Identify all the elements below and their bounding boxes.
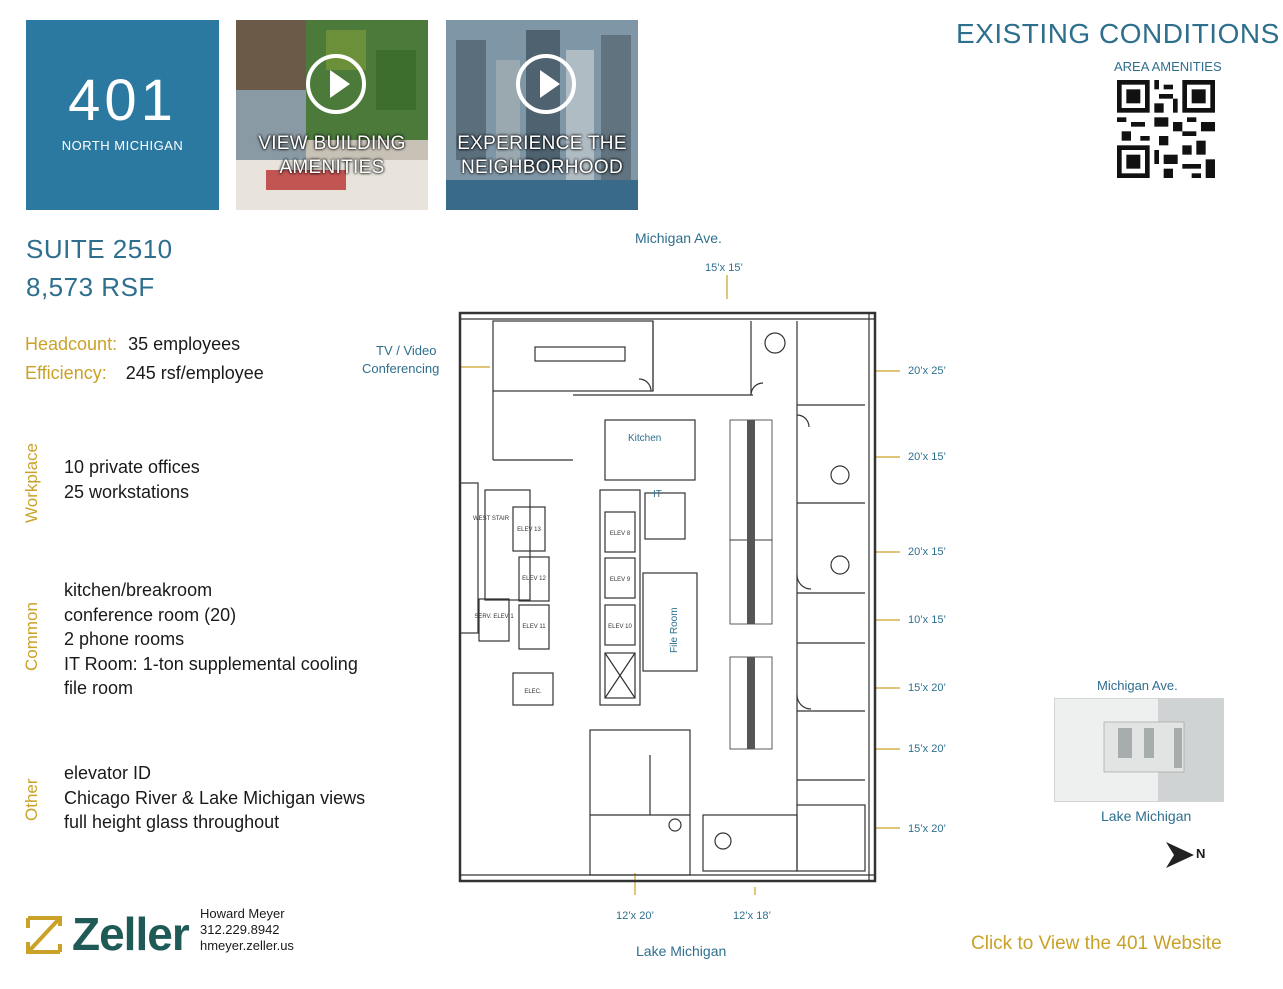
street-bottom-label: Lake Michigan xyxy=(636,943,727,959)
tv-label: Conferencing xyxy=(362,361,440,376)
video-caption: EXPERIENCE THE NEIGHBORHOOD xyxy=(446,132,638,180)
list-item: 25 workstations xyxy=(64,481,190,502)
floor-plan: WEST STAIR ELEV 13 ELEV 12 ELEV 11 SERV.… xyxy=(458,275,900,895)
list-item: conference room (20) xyxy=(64,604,237,625)
room-label: ELEV 8 xyxy=(610,531,631,537)
contact-phone[interactable]: 312.229.8942 xyxy=(200,922,280,937)
section-label-other: Other xyxy=(22,778,41,821)
dim-label-top: 15’x 15’ xyxy=(705,262,743,274)
dim-label: 12’x 18’ xyxy=(733,910,771,922)
zeller-logo-icon xyxy=(26,916,62,954)
section-label-common: Common xyxy=(22,602,41,671)
room-label: ELEV 10 xyxy=(608,624,632,630)
list-item: file room xyxy=(64,678,134,698)
north-label: N xyxy=(1196,846,1206,861)
dim-label: 15’x 20’ xyxy=(908,743,946,755)
caption-line: VIEW BUILDING xyxy=(258,133,406,154)
list-item: full height glass throughout xyxy=(64,812,280,832)
room-label-kitchen: Kitchen xyxy=(628,433,661,444)
stat-value: 35 employees xyxy=(128,334,241,354)
list-item: 10 private offices xyxy=(64,457,200,477)
dim-label: 15’x 20’ xyxy=(908,682,946,694)
dim-label: 20’x 15’ xyxy=(908,546,946,558)
room-label-file: File Room xyxy=(669,607,680,653)
dim-label: 20’x 15’ xyxy=(908,451,946,463)
dim-label: 20’x 25’ xyxy=(908,365,946,377)
building-amenities-video[interactable]: VIEW BUILDING AMENITIES xyxy=(236,20,428,210)
room-label: ELEV 11 xyxy=(522,624,546,630)
room-label: WEST STAIR xyxy=(473,516,510,522)
room-label-it: IT xyxy=(653,489,662,500)
common-list: kitchen/breakroom conference room (20) 2… xyxy=(64,578,358,701)
room-label: SERV. ELEV 1 xyxy=(474,614,514,620)
page-title: EXISTING CONDITIONS xyxy=(956,18,1280,49)
list-item: elevator ID xyxy=(64,763,152,783)
play-icon[interactable] xyxy=(516,54,576,114)
contact-web[interactable]: hmeyer.zeller.us xyxy=(200,938,294,953)
list-item: kitchen/breakroom xyxy=(64,580,213,600)
suite-area: 8,573 RSF xyxy=(26,272,155,302)
website-link[interactable]: Click to View the 401 Website xyxy=(971,933,1222,954)
room-label: ELEV 13 xyxy=(517,527,541,533)
stat-headcount: Headcount: 35 employees xyxy=(25,334,240,355)
room-label: ELEV 12 xyxy=(522,576,546,582)
video-caption: VIEW BUILDING AMENITIES xyxy=(236,132,428,180)
zeller-wordmark: Zeller xyxy=(72,908,190,960)
stat-key: Efficiency: xyxy=(25,363,107,383)
keyplan-map xyxy=(1054,698,1224,802)
tv-label: TV / Video xyxy=(376,343,437,358)
building-number: 401 xyxy=(68,68,177,133)
list-item: Chicago River & Lake Michigan views xyxy=(64,787,366,808)
keyplan-top-label: Michigan Ave. xyxy=(1097,678,1178,693)
contact-name: Howard Meyer xyxy=(200,906,285,921)
list-item: 2 phone rooms xyxy=(64,629,185,649)
suite-name: SUITE 2510 xyxy=(26,234,173,264)
caption-line: EXPERIENCE THE xyxy=(457,133,627,154)
caption-line: AMENITIES xyxy=(279,157,385,178)
stat-efficiency: Efficiency: 245 rsf/employee xyxy=(25,363,264,384)
section-label-workplace: Workplace xyxy=(22,443,41,523)
dim-label: 10’x 15’ xyxy=(908,614,946,626)
workplace-list: 10 private offices 25 workstations xyxy=(64,455,200,504)
stat-key: Headcount: xyxy=(25,334,118,354)
neighborhood-video[interactable]: EXPERIENCE THE NEIGHBORHOOD xyxy=(446,20,638,210)
suite-info: SUITE 2510 8,573 RSF xyxy=(26,230,173,306)
dim-label: 15’x 20’ xyxy=(908,823,946,835)
qr-label: AREA AMENITIES xyxy=(1114,59,1222,74)
qr-code-icon[interactable] xyxy=(1117,80,1215,178)
caption-line: NEIGHBORHOOD xyxy=(461,157,623,178)
list-item: IT Room: 1-ton supplemental cooling xyxy=(64,653,358,674)
building-logo-tile: 401 NORTH MICHIGAN xyxy=(26,20,219,210)
other-list: elevator ID Chicago River & Lake Michiga… xyxy=(64,761,365,835)
stat-value: 245 rsf/employee xyxy=(125,363,264,383)
keyplan-bottom-label: Lake Michigan xyxy=(1101,808,1192,824)
building-name: NORTH MICHIGAN xyxy=(61,138,184,153)
dim-label: 12’x 20’ xyxy=(616,910,654,922)
skyline-photo xyxy=(446,20,638,210)
room-label: ELEV 9 xyxy=(610,577,631,583)
street-top-label: Michigan Ave. xyxy=(635,230,722,246)
room-label: ELEC. xyxy=(524,689,542,695)
lobby-photo xyxy=(236,20,428,210)
contact-block: Howard Meyer 312.229.8942 hmeyer.zeller.… xyxy=(200,906,294,954)
play-icon[interactable] xyxy=(306,54,366,114)
north-arrow-icon xyxy=(1166,842,1194,868)
